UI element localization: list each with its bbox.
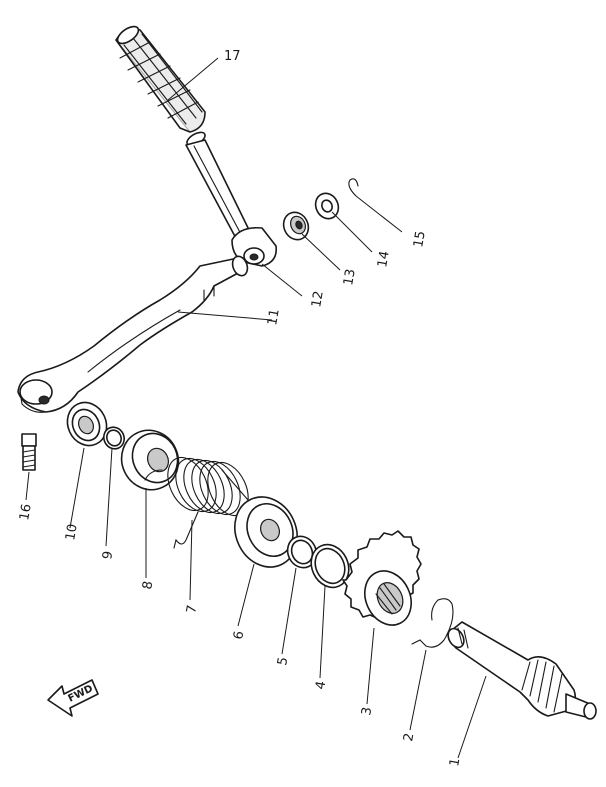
part-spring-guide: [120, 429, 180, 491]
part-kick-boss: [231, 226, 278, 267]
part-clip-15: [348, 178, 359, 197]
callout-3: 3: [359, 706, 375, 717]
callout-14: 14: [375, 250, 393, 269]
callout-1: 1: [447, 757, 463, 768]
callout-6: 6: [231, 630, 247, 641]
callout-10: 10: [63, 523, 81, 542]
callout-8: 8: [140, 580, 156, 591]
part-kick-grip: [115, 25, 206, 133]
part-circlip-5: [286, 535, 318, 569]
part-spring-clip: [411, 598, 454, 648]
callout-16: 16: [17, 503, 35, 522]
callout-15: 15: [411, 230, 429, 249]
callout-7: 7: [184, 604, 200, 615]
callout-9: 9: [100, 550, 116, 561]
part-circlip-9: [103, 426, 125, 450]
callout-4: 4: [313, 680, 329, 691]
part-washer-4: [310, 543, 350, 589]
callout-17: 17: [224, 49, 241, 64]
part-bolt: [21, 433, 37, 471]
part-oil-seal: [66, 401, 108, 447]
part-kick-gear: [342, 530, 422, 626]
part-collar: [282, 211, 310, 241]
callout-11: 11: [265, 308, 283, 327]
callout-2: 2: [401, 732, 417, 743]
callout-labels: 1 2 3 4 5 6 7 8 9 10 11 12 13 14 15 16 1…: [17, 49, 463, 768]
callout-5: 5: [275, 656, 291, 667]
part-spring-stopper: [234, 496, 298, 568]
part-torsion-spring: [167, 456, 249, 549]
callout-12: 12: [309, 290, 327, 309]
leader-lines: [25, 57, 487, 759]
part-kick-arm: [185, 131, 253, 243]
callout-13: 13: [341, 268, 359, 287]
part-kick-shaft: [447, 621, 597, 720]
part-kick-crank: [17, 255, 249, 413]
fwd-direction-arrow: FWD: [47, 679, 99, 717]
